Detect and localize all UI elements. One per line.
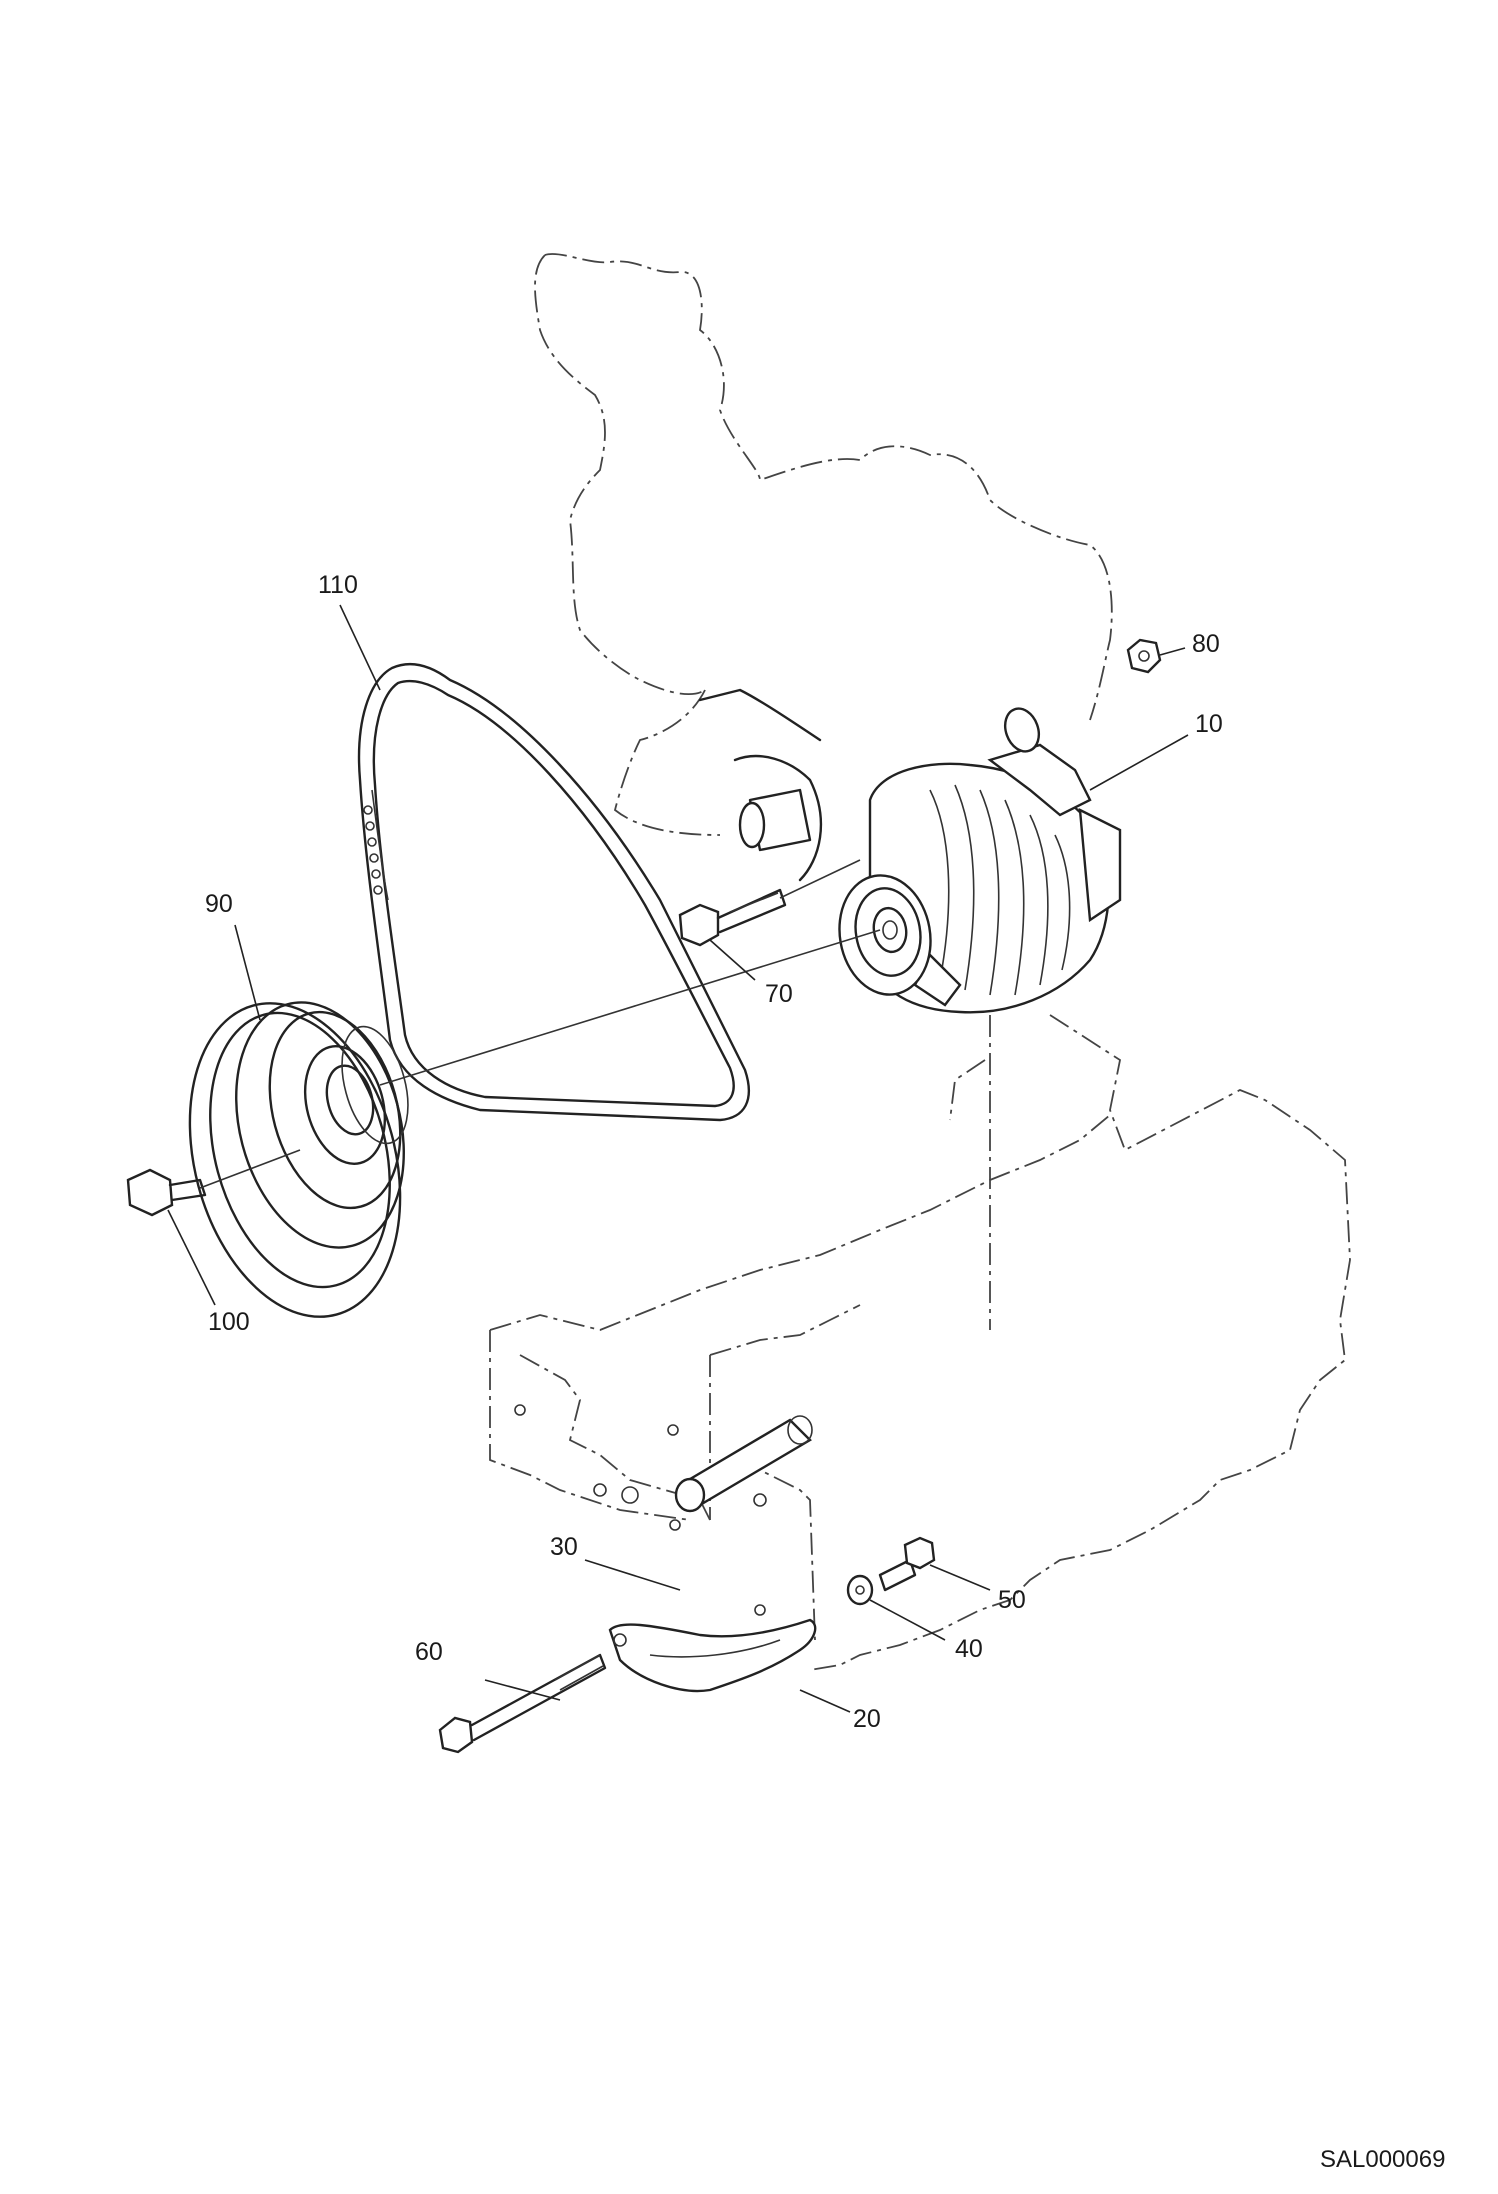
- callout-40: 40: [955, 1635, 983, 1663]
- callout-30: 30: [550, 1533, 578, 1561]
- long-bolt: [438, 1653, 607, 1754]
- bolt-70: [678, 859, 861, 947]
- callout-90: 90: [205, 890, 233, 918]
- callout-80: 80: [1192, 630, 1220, 658]
- adjusting-bracket: [608, 1618, 817, 1693]
- callout-10: 10: [1195, 710, 1223, 738]
- callout-100: 100: [208, 1308, 250, 1336]
- alternator: [838, 707, 1122, 1014]
- pulley-bolt: [126, 1149, 301, 1217]
- nut-80: [1126, 638, 1186, 674]
- callout-50: 50: [998, 1586, 1026, 1614]
- v-belt: [357, 663, 750, 1122]
- callouts: 10 20 30 40 50 60 70 80 90 100 110: [205, 571, 1223, 1733]
- callout-20: 20: [853, 1705, 881, 1733]
- drive-shaft: [379, 688, 881, 1086]
- washer-40: [846, 1574, 874, 1606]
- crankshaft-pulley: [188, 1001, 409, 1318]
- callout-110: 110: [318, 571, 358, 599]
- callout-70: 70: [765, 980, 793, 1008]
- drawing-id: SAL000069: [1320, 2146, 1445, 2173]
- bolt-50: [878, 1536, 936, 1592]
- belt-rib-pattern: [363, 805, 383, 895]
- callout-60: 60: [415, 1638, 443, 1666]
- leader-lines: [167, 604, 1189, 1713]
- spacer-sleeve: [674, 1415, 813, 1513]
